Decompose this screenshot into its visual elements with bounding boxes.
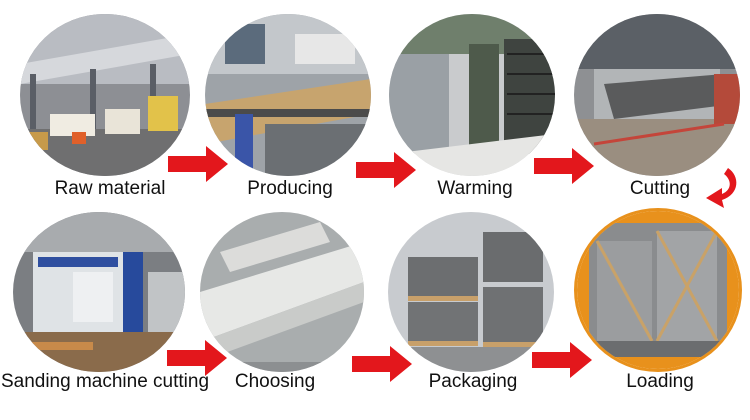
step-label: Producing [247, 178, 333, 199]
step-photo-cutting [574, 14, 740, 176]
curved-down-arrow-icon [706, 168, 737, 208]
step-photo-raw-material [20, 14, 190, 176]
step-photo-choosing [200, 212, 364, 372]
step-photo-loading [574, 208, 742, 372]
step-photo-packaging [388, 212, 554, 372]
right-arrow-icon [356, 152, 416, 188]
step-label: Loading [626, 371, 694, 392]
right-arrow-icon [534, 148, 594, 184]
right-arrow-icon [168, 146, 228, 182]
step-label: Raw material [54, 178, 166, 199]
step-label: Sanding machine cutting [0, 371, 210, 392]
step-photo-sanding-machine-cutting [13, 212, 185, 372]
right-arrow-icon [532, 342, 592, 378]
step-label: Warming [437, 178, 513, 199]
step-label: Choosing [234, 371, 316, 392]
step-label: Cutting [629, 178, 691, 199]
right-arrow-icon [352, 346, 412, 382]
right-arrow-icon [167, 340, 227, 376]
step-label: Packaging [428, 371, 518, 392]
